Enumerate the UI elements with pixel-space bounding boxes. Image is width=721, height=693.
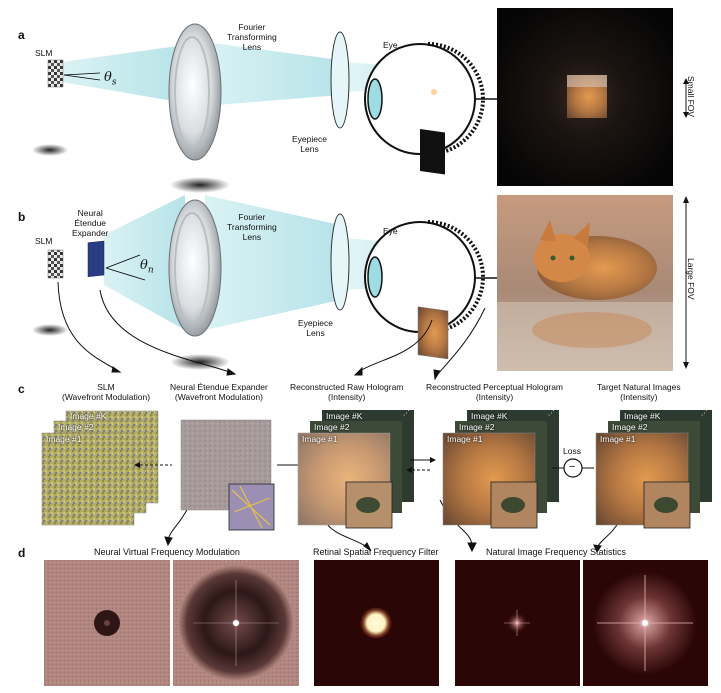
c-raw-dots: ⋰ — [403, 410, 410, 417]
beam-b-1 — [104, 195, 185, 330]
panel-label-d: d — [18, 546, 26, 560]
a-fov-label: Small FOV — [686, 76, 696, 118]
c-target-dots: ⋰ — [701, 410, 708, 417]
c-col4-title: Reconstructed Perceptual Hologram(Intens… — [426, 382, 564, 402]
panel-label-b: b — [18, 210, 26, 224]
a-eye-label: Eye — [383, 40, 398, 50]
d-title-3: Natural Image Frequency Statistics — [486, 547, 627, 557]
c-slm-img1: Image #1 — [46, 434, 82, 444]
eyepiece-a — [330, 31, 350, 129]
d-title-2: Retinal Spatial Frequency Filter — [313, 547, 439, 557]
c-perc-img2: Image #2 — [459, 422, 495, 432]
panel-c-diagram — [41, 410, 712, 531]
panel-d-diagram — [44, 560, 708, 686]
slm-pattern — [41, 432, 135, 526]
c-loss-minus: − — [569, 461, 576, 473]
c-target-img2: Image #2 — [612, 422, 648, 432]
c-col1-title: SLM(Wavefront Modulation) — [62, 382, 151, 402]
slm-a — [47, 59, 64, 88]
c-perc-imgK: Image #K — [471, 411, 508, 421]
retina-image-a — [420, 129, 445, 175]
c-target-imgK: Image #K — [624, 411, 661, 421]
c-perc-dots: ⋰ — [548, 410, 555, 417]
panel-label-a: a — [18, 28, 25, 42]
eyepiece-b — [330, 213, 350, 311]
c-col2-title: Neural Étendue Expander(Wavefront Modula… — [170, 382, 268, 402]
c-raw-img2: Image #2 — [314, 422, 350, 432]
c-raw-imgK: Image #K — [326, 411, 363, 421]
neural-expander-b — [87, 240, 105, 278]
a-slm-label: SLM — [35, 48, 53, 58]
c-perc-img1: Image #1 — [447, 434, 483, 444]
panel-label-c: c — [18, 382, 25, 396]
b-slm-label: SLM — [35, 236, 53, 246]
b-theta: θn — [140, 258, 154, 276]
perceptual-hologram — [442, 432, 536, 526]
b-fov-label: Large FOV — [686, 258, 696, 300]
lens-b — [168, 199, 222, 337]
c-loss-label: Loss — [563, 446, 581, 456]
c-slm-imgK: Image #K — [70, 411, 107, 421]
lens-a — [168, 23, 222, 161]
beam-b-2 — [205, 195, 340, 330]
beam-a-2 — [205, 42, 340, 106]
beam-a-1 — [62, 45, 185, 103]
c-raw-img1: Image #1 — [302, 434, 338, 444]
lens-shadow-a — [170, 177, 230, 193]
c-target-img1: Image #1 — [600, 434, 636, 444]
c-slm-img2: Image #2 — [58, 422, 94, 432]
c-col3-title: Reconstructed Raw Hologram(Intensity) — [290, 382, 404, 402]
c-slm-dots: ⋰ — [147, 410, 154, 417]
slm-shadow-a — [32, 144, 68, 156]
a-theta: θs — [104, 70, 117, 88]
panel-a-diagram — [32, 8, 689, 193]
slm-b — [47, 249, 64, 279]
panel-b-diagram — [32, 195, 689, 371]
d-title-1: Neural Virtual Frequency Modulation — [94, 547, 240, 557]
c-col5-title: Target Natural Images(Intensity) — [597, 382, 681, 402]
b-eye-label: Eye — [383, 226, 398, 236]
retina-image-b — [417, 306, 449, 360]
